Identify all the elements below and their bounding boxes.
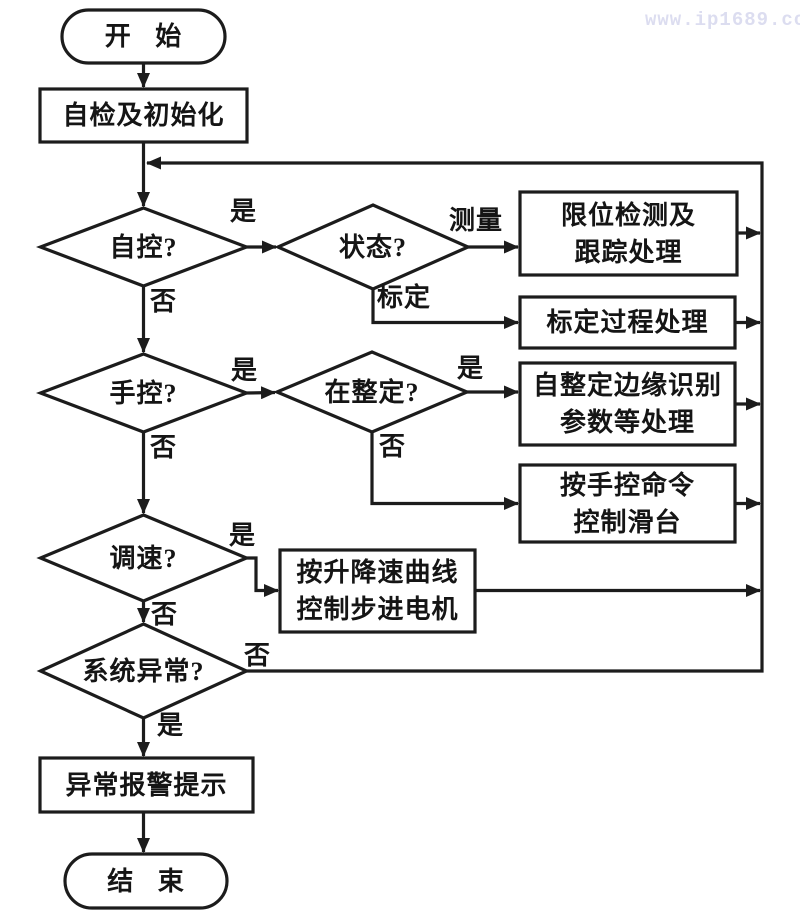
end-node-shape xyxy=(63,852,229,910)
edge-speed-yes-to-stepper xyxy=(246,556,279,597)
error-check-diamond xyxy=(36,622,251,720)
start-node-shape xyxy=(60,8,227,65)
calibration-node-shape xyxy=(518,295,737,350)
init-node-shape xyxy=(38,87,249,144)
manual-cmd-node-shape xyxy=(518,463,737,544)
self-tuning-node-shape xyxy=(518,361,737,447)
edge-tuning-no-to-manualcmd xyxy=(370,432,519,510)
manual-check-diamond xyxy=(35,352,252,434)
alarm-node-shape xyxy=(38,756,255,814)
status-check-diamond xyxy=(274,203,472,291)
edge-status-calibrate-to-calibration xyxy=(371,289,519,329)
auto-check-diamond xyxy=(35,206,252,288)
limit-detect-node-shape xyxy=(518,190,739,277)
tuning-check-diamond xyxy=(272,350,472,434)
watermark-text: www.ip1689.com xyxy=(645,9,800,31)
speed-check-diamond xyxy=(36,513,251,603)
edge-manual-yes-to-tuning xyxy=(246,386,276,400)
edge-error-no-feedback-loop xyxy=(146,156,764,673)
stepper-ctrl-node-shape xyxy=(278,548,477,634)
